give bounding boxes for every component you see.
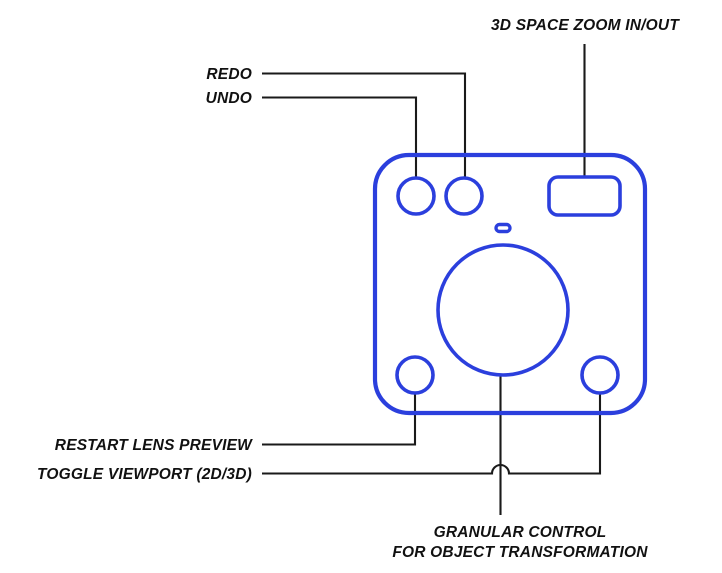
- undo-button[interactable]: [396, 176, 436, 216]
- device-illustration: [372, 152, 648, 416]
- status-indicator-pill: [494, 222, 512, 234]
- leader-line-undo: [262, 96, 418, 178]
- toggle-viewport-button[interactable]: [580, 355, 620, 395]
- callout-label-redo: REDO: [206, 66, 252, 83]
- callout-label-undo: UNDO: [206, 90, 252, 107]
- callout-label-granular-control-line2: FOR OBJECT TRANSFORMATION: [392, 544, 648, 561]
- leader-line-redo: [262, 72, 467, 178]
- leader-lines: [262, 44, 602, 515]
- leader-line-toggle-viewport: [262, 392, 602, 475]
- redo-button[interactable]: [444, 176, 484, 216]
- callout-labels: 3D SPACE ZOOM IN/OUT REDO UNDO RESTART L…: [37, 17, 680, 561]
- device-body: [372, 152, 648, 416]
- restart-lens-preview-button[interactable]: [395, 355, 435, 395]
- leader-line-restart-lens-preview: [262, 392, 417, 446]
- callout-label-granular-control-line1: GRANULAR CONTROL: [434, 524, 607, 541]
- zoom-in-out-button[interactable]: [547, 175, 622, 217]
- callout-label-restart-lens-preview: RESTART LENS PREVIEW: [55, 437, 253, 454]
- granular-control-dial[interactable]: [436, 243, 570, 377]
- callout-label-toggle-viewport: TOGGLE VIEWPORT (2D/3D): [37, 466, 252, 483]
- callout-label-zoom: 3D SPACE ZOOM IN/OUT: [491, 17, 680, 34]
